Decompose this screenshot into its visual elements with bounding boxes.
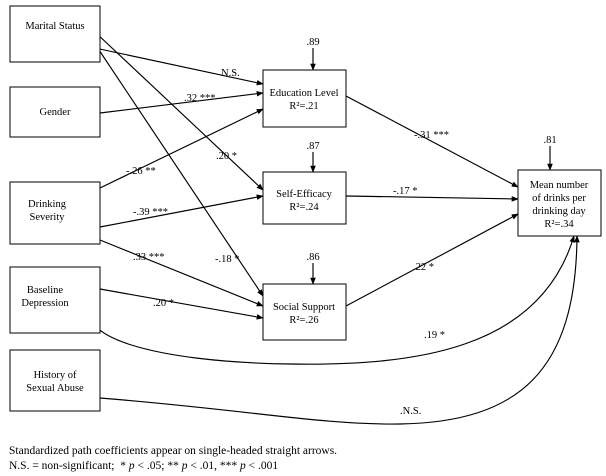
node-r2: R²=.34 — [544, 219, 574, 230]
coef-drinking-social: .33 *** — [133, 252, 165, 263]
path-education-outcome — [345, 95, 519, 188]
coef-marital-social: -.18 * — [215, 254, 240, 265]
node-self-efficacy: Self-Efficacy R²=.24 — [262, 171, 347, 225]
footnote-p-symbol: p — [239, 460, 246, 472]
node-r2: R²=.26 — [289, 315, 318, 326]
path-social-outcome — [345, 213, 519, 307]
node-label: Mean number — [530, 180, 589, 191]
node-label: Social Support — [273, 302, 335, 313]
node-r2: R²=.24 — [289, 202, 319, 213]
footnote-line-2: N.S. = non-significant; * p < .05; ** p … — [9, 460, 278, 472]
footnote-p-symbol: p — [181, 460, 188, 472]
node-gender: Gender — [9, 86, 101, 138]
node-label: Baseline — [27, 285, 63, 296]
node-marital-status: Marital Status — [9, 5, 101, 63]
residual-label-education: .89 — [306, 37, 319, 48]
node-label: Gender — [40, 107, 71, 118]
node-label: drinking day — [532, 206, 586, 217]
coef-drinking-education: -.26 ** — [126, 166, 156, 177]
node-baseline-depression: Baseline Depression — [9, 266, 101, 334]
coef-marital-education: N.S. — [221, 68, 240, 79]
footnote-segment: < .01, *** — [187, 460, 240, 472]
residual-label-social: .86 — [306, 252, 319, 263]
residual-label-outcome: .81 — [543, 135, 556, 146]
path-abuse-outcome — [99, 235, 580, 425]
coef-baseline-social: .20 * — [153, 298, 174, 309]
boxes-layer: Marital Status Gender Drinking Severity … — [9, 5, 602, 412]
footnote-line-1: Standardized path coefficients appear on… — [9, 445, 337, 457]
node-label: Sexual Abuse — [26, 383, 84, 394]
coefficient-labels: N.S. .20 * -.18 * .32 *** -.26 ** -.39 *… — [126, 68, 449, 417]
node-label: Depression — [21, 298, 69, 309]
coef-marital-selfeff: .20 * — [216, 151, 237, 162]
node-label: Education Level — [269, 88, 338, 99]
path-marital-social — [94, 43, 264, 297]
node-label: Marital Status — [25, 21, 84, 32]
footnote-segment: N.S. = non-significant; * — [9, 460, 129, 472]
path-drinking-selfeff — [99, 194, 264, 228]
paths-layer — [89, 31, 580, 425]
footnote-segment: < .05; ** — [135, 460, 182, 472]
node-label: of drinks per — [532, 193, 586, 204]
path-marital-education — [94, 47, 264, 86]
node-r2: R²=.21 — [289, 101, 318, 112]
path-baseline-social — [99, 288, 264, 320]
node-education-level: Education Level R²=.21 — [262, 69, 347, 128]
footnote: Standardized path coefficients appear on… — [9, 445, 337, 472]
path-drinking-social — [99, 239, 264, 307]
node-label: Drinking — [28, 199, 67, 210]
node-social-support: Social Support R²=.26 — [262, 283, 347, 341]
node-label: History of — [34, 370, 77, 381]
path-selfeff-outcome — [345, 195, 519, 202]
residual-label-selfeff: .87 — [306, 141, 319, 152]
coef-baseline-outcome: .19 * — [424, 330, 445, 341]
path-gender-education — [99, 90, 264, 114]
node-mean-drinks-outcome: Mean number of drinks per drinking day R… — [517, 169, 602, 237]
residual-labels: .89 .87 .86 .81 — [306, 37, 556, 263]
coef-selfeff-outcome: -.17 * — [393, 186, 418, 197]
coef-social-outcome: .22 * — [413, 262, 434, 273]
coef-abuse-outcome: .N.S. — [400, 406, 421, 417]
path-baseline-outcome — [89, 235, 575, 365]
footnote-segment: < .001 — [246, 460, 279, 472]
path-drinking-education — [99, 108, 264, 189]
node-label: Severity — [30, 212, 66, 223]
footnote-p-symbol: p — [128, 460, 135, 472]
path-marital-selfeff — [94, 31, 264, 191]
coef-gender-education: .32 *** — [184, 93, 216, 104]
coef-drinking-selfeff: -.39 *** — [133, 207, 168, 218]
node-drinking-severity: Drinking Severity — [9, 181, 101, 245]
node-label: Self-Efficacy — [276, 189, 333, 200]
coef-education-outcome: -.31 *** — [414, 130, 449, 141]
node-history-sexual-abuse: History of Sexual Abuse — [9, 349, 101, 412]
